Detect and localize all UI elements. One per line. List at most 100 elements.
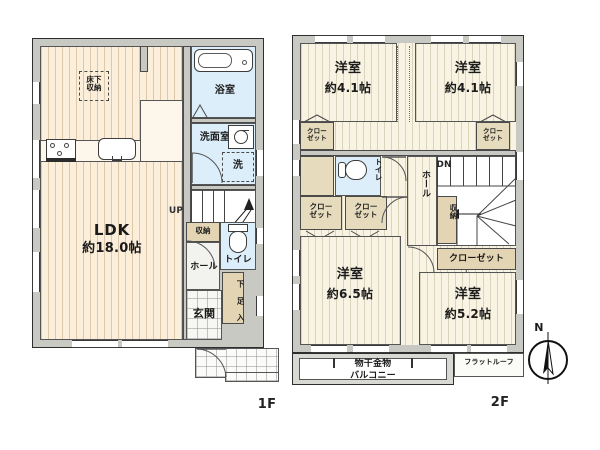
stairs-down-label: DN <box>436 160 452 170</box>
underfloor-storage-box <box>79 71 109 101</box>
entrance-door-swing[interactable] <box>196 348 228 378</box>
window-2f-left-bottom2[interactable] <box>292 284 300 310</box>
flat-roof-area <box>454 353 524 377</box>
window-2f-top-4[interactable] <box>469 35 501 43</box>
room-top-right-floor <box>415 43 516 122</box>
hall-label-2f: ホール <box>420 170 430 198</box>
window-2f-bottom-4[interactable] <box>471 345 507 353</box>
entrance-porch-step <box>225 372 279 382</box>
window-2f-top-2[interactable] <box>353 35 385 43</box>
stove-base <box>46 158 76 162</box>
window-bottom-2[interactable] <box>122 340 168 348</box>
window-left-4[interactable] <box>32 252 40 292</box>
closet-top-right-door[interactable] <box>479 114 507 123</box>
window-left-2[interactable] <box>32 140 40 178</box>
stairs-up-label: UP <box>168 206 184 216</box>
closet-mid-right <box>345 196 387 230</box>
sink-drain <box>112 156 122 161</box>
kitchen-sink-icon <box>98 138 136 160</box>
ldk-room-size: 約18.0帖 <box>82 241 142 256</box>
toilet-label-2f: トイレ <box>374 158 383 181</box>
window-2f-right-bottom[interactable] <box>516 280 524 314</box>
window-left-3[interactable] <box>32 190 40 228</box>
vanity-tap <box>241 130 249 131</box>
hall-floor-2f <box>407 156 437 246</box>
closet-top-left-label: クロー ゼット <box>307 127 327 142</box>
floor-label-1f: 1F <box>257 397 277 412</box>
window-2f-left-toilet[interactable] <box>292 160 300 176</box>
bathtub-icon <box>194 49 253 72</box>
window-toilet-1f[interactable] <box>256 228 264 244</box>
underfloor-storage-label: 床下 収納 <box>86 75 102 92</box>
storage-box-2f <box>437 196 457 244</box>
floor-2f-group: 洋室 約4.1帖 洋室 約4.1帖 クロー ゼット クロー ゼット <box>285 0 600 450</box>
toilet-2f-bowl <box>345 160 367 180</box>
stove-burner-2 <box>64 143 69 148</box>
stair-steps-2f <box>437 156 516 186</box>
storage-label-1f: 収納 <box>195 226 211 235</box>
window-left-1[interactable] <box>32 82 40 104</box>
room-top-left-floor <box>300 43 397 122</box>
laundry-label: 洗 <box>232 160 244 171</box>
window-bottom-1[interactable] <box>72 340 118 348</box>
laundry-machine-box <box>222 152 254 182</box>
window-2f-top-3[interactable] <box>431 35 463 43</box>
bathroom-label: 浴室 <box>214 85 236 96</box>
window-2f-right-1[interactable] <box>516 62 524 86</box>
bathtub-inner <box>198 53 232 68</box>
compass-icon <box>528 332 568 384</box>
window-2f-right-2[interactable] <box>516 152 524 180</box>
balcony-floor <box>299 358 447 380</box>
stove-burner-1 <box>50 143 55 148</box>
room-top-left-size: 約4.1帖 <box>324 81 372 95</box>
hall-door-swing[interactable] <box>186 240 216 270</box>
window-2f-left-bottom[interactable] <box>292 250 300 276</box>
closet-mid-right-label: クロー ゼット <box>354 202 378 219</box>
hanger-mark-right <box>411 358 413 368</box>
closet-top-left <box>300 122 334 150</box>
window-2f-bottom-2[interactable] <box>353 345 389 353</box>
closet-top-left-door[interactable] <box>303 114 331 123</box>
bath-wash-wall <box>191 118 256 123</box>
window-entrance-side[interactable] <box>256 296 264 316</box>
north-compass: N <box>518 321 578 386</box>
toilet-bowl-icon <box>229 231 247 253</box>
room-bottom-right-floor <box>419 272 516 345</box>
partition-dotted-1 <box>397 46 398 122</box>
room-top-right-size: 約4.1帖 <box>444 81 492 95</box>
hall-floor-1f <box>186 242 220 290</box>
kitchen-counter-side <box>140 100 183 162</box>
stove-burner-3 <box>57 151 62 156</box>
toilet-side-cabinet <box>300 156 334 196</box>
1f-ldk-floor <box>40 46 183 340</box>
partition-dotted-2 <box>409 46 410 122</box>
closet-wide <box>437 248 516 270</box>
window-2f-bottom-1[interactable] <box>311 345 347 353</box>
window-2f-left-1[interactable] <box>292 120 300 144</box>
room-bottom-right-name: 洋室 <box>454 287 482 302</box>
window-2f-top-1[interactable] <box>315 35 347 43</box>
flat-roof-label: フラットルーフ <box>464 358 514 366</box>
hall-door-2f-bottom[interactable] <box>407 246 435 274</box>
toilet-2f-door[interactable] <box>381 156 407 182</box>
ldk-room-name: LDK <box>93 221 131 239</box>
storage-box-1f <box>186 222 220 242</box>
washroom-door[interactable] <box>191 152 223 184</box>
bathroom-door[interactable] <box>191 103 209 120</box>
window-2f-bottom-3[interactable] <box>431 345 467 353</box>
shoe-cabinet-box <box>222 272 244 324</box>
balcony-label: バルコニー <box>350 371 396 381</box>
shoe-cabinet-label: 下 足 入 <box>236 280 245 322</box>
hall-label-1f: ホール <box>190 262 218 272</box>
floor-label-2f: 2F <box>490 395 510 410</box>
window-washroom[interactable] <box>256 150 264 176</box>
hanger-mark-left <box>333 358 335 368</box>
hall-door-2f-left[interactable] <box>381 196 409 224</box>
compass-north-label: N <box>534 321 544 334</box>
2f-wall-mid-top <box>300 150 516 156</box>
floor-1f-group: 床下 収納 LDK 約18.0帖 浴室 洗面室 <box>32 38 279 412</box>
room-bottom-right-size: 約5.2帖 <box>444 307 492 321</box>
kitchen-wall-stub <box>140 46 148 72</box>
room-bottom-left-name: 洋室 <box>336 267 364 282</box>
